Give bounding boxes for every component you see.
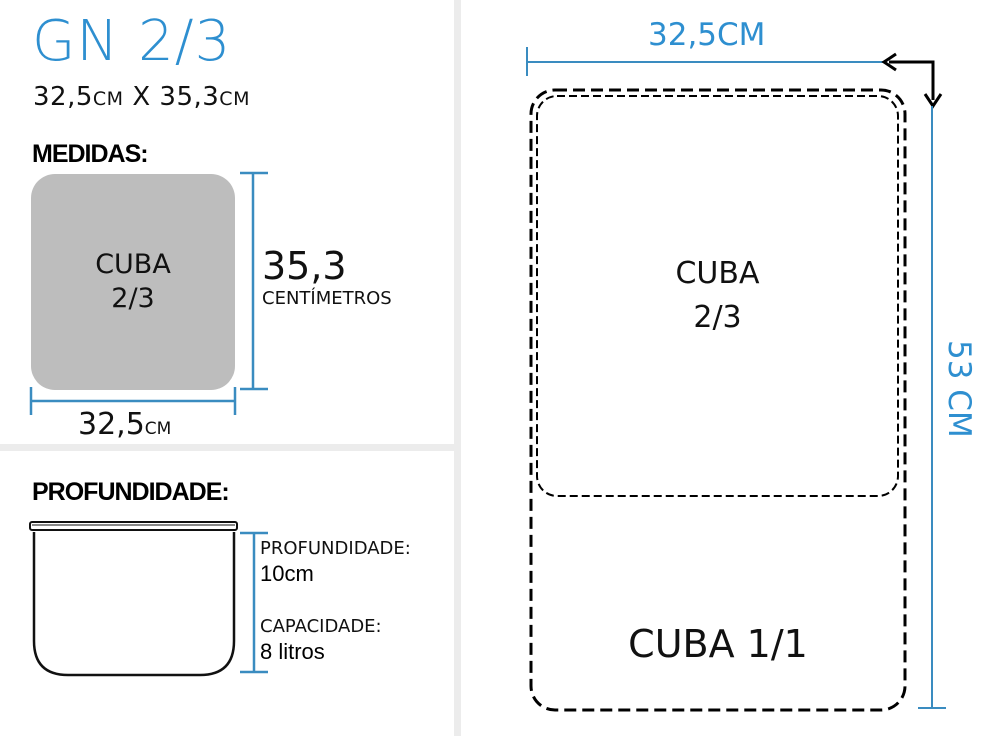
inner-cuba-label-line1: CUBA [675,256,760,291]
vertical-divider [454,0,461,736]
capacity-value: 8 litros [260,639,325,664]
top-dimension-label: 32,5CM [648,17,766,53]
horizontal-divider [0,444,454,451]
medidas-heading: MEDIDAS: [32,140,149,168]
cuba-2-3-box: CUBA 2/3 [31,174,235,390]
product-size: 32,5CM X 35,3CM [33,82,250,114]
depth-label: PROFUNDIDADE: [260,538,411,559]
capacity-label: CAPACIDADE: [260,616,382,637]
profundidade-heading: PROFUNDIDADE: [32,478,230,506]
cuba-box-line2: 2/3 [111,283,155,314]
width-unit: CM [144,419,172,439]
size-height: 35,3 [159,82,220,112]
size-height-unit: CM [219,88,250,110]
height-value: 35,3 [262,244,347,288]
comparison-diagram [526,47,946,712]
width-dimension: 32,5CM [78,408,171,446]
product-title: GN 2/3 [32,9,232,74]
depth-value: 10cm [260,561,314,586]
width-value: 32,5 [78,407,145,442]
pan-side-view-icon [29,521,268,677]
inner-cuba-label-line2: 2/3 [693,300,742,335]
outer-cuba-label: CUBA 1/1 [628,622,808,666]
size-width: 32,5 [33,82,93,112]
size-separator: X [123,82,160,112]
inner-cuba-label: CUBA 2/3 [537,252,898,340]
cuba-box-line1: CUBA [95,249,171,280]
size-width-unit: CM [92,88,124,110]
medidas-dimension-lines [29,171,268,415]
side-dimension-label: 53 CM [941,340,977,438]
height-unit: CENTÍMETROS [262,288,392,309]
